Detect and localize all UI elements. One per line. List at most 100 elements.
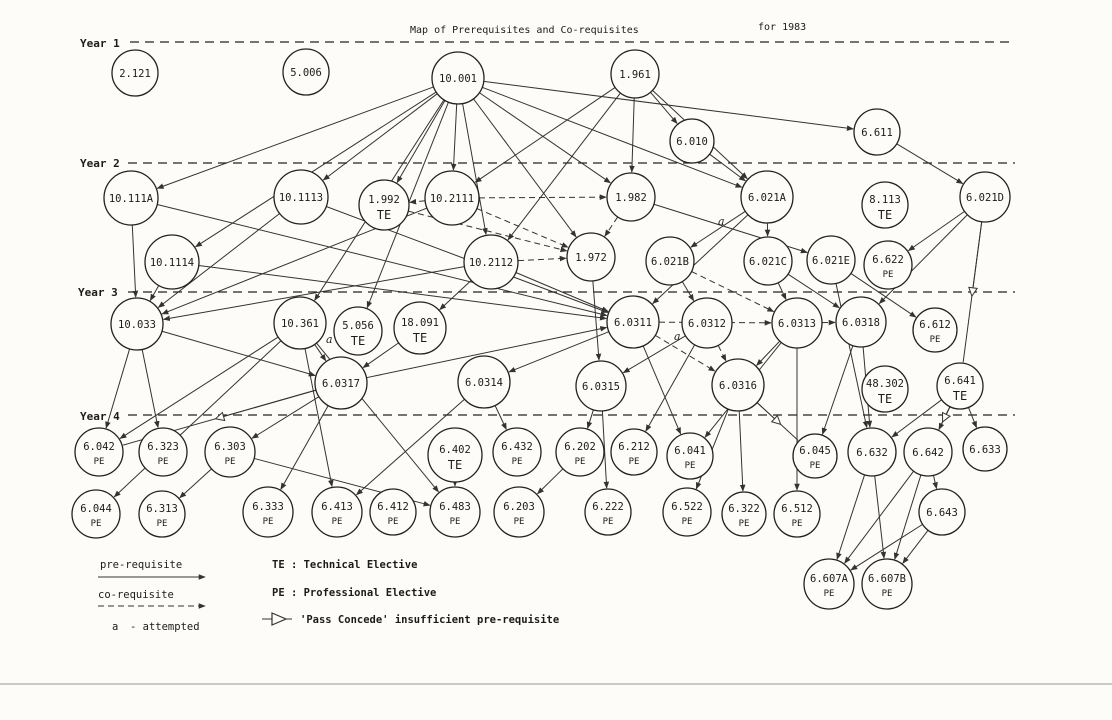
course-node-circle <box>936 362 984 410</box>
prereq-edge-6.0313-to-6.0316 <box>756 340 781 366</box>
course-node-circle <box>103 170 159 226</box>
course-node-circle <box>492 427 542 477</box>
course-node-6.0312: 6.0312 <box>681 297 733 349</box>
course-node-circle <box>311 486 363 538</box>
prereq-edge-10.001-to-6.021A <box>482 86 743 188</box>
course-code: 6.041 <box>674 445 706 457</box>
prereq-edge-6.0314-to-6.413 <box>355 398 465 496</box>
course-node-circle <box>111 49 159 97</box>
elective-tag: PE <box>575 457 586 467</box>
course-node-1.961: 1.961 <box>610 49 660 99</box>
course-node-circle <box>771 297 823 349</box>
course-code: 1.992 <box>368 194 400 206</box>
course-node-circle <box>861 181 909 229</box>
elective-tag: TE <box>448 458 462 472</box>
course-code: 10.2112 <box>469 257 513 269</box>
course-code: 6.483 <box>439 501 471 513</box>
course-node-circle <box>835 296 887 348</box>
course-code: 6.021E <box>812 255 850 267</box>
prereq-edge-6.0316-to-6.322 <box>738 410 746 492</box>
prereq-edge-10.001-to-10.111A <box>156 86 434 189</box>
course-node-circle <box>806 235 856 285</box>
prereq-edge-6.641-to-6.633 <box>968 407 977 429</box>
elective-tag: PE <box>514 517 525 527</box>
course-node-circle <box>847 427 897 477</box>
course-node-circle <box>429 486 481 538</box>
course-code: 6.0314 <box>465 377 503 389</box>
attempted-marker-3: a <box>674 330 681 343</box>
coreq-edge-10.2111-to-1.972 <box>476 208 569 248</box>
course-code: 6.0318 <box>842 317 880 329</box>
course-node-6.010: 6.010 <box>669 118 715 164</box>
course-node-circle <box>138 427 188 477</box>
course-code: 6.212 <box>618 441 650 453</box>
course-node-circle <box>669 118 715 164</box>
course-node-6.021D: 6.021D <box>959 171 1011 223</box>
course-node-circle <box>861 365 909 413</box>
course-code: 6.303 <box>214 441 246 453</box>
elective-tag: TE <box>351 334 365 348</box>
course-code: 2.121 <box>119 68 151 80</box>
prereq-edge-10.2112-to-18.091 <box>439 280 472 311</box>
course-node-circle <box>610 49 660 99</box>
elective-tag: PE <box>930 335 941 345</box>
elective-tag: PE <box>603 517 614 527</box>
elective-tag: PE <box>739 519 750 529</box>
course-code: 6.432 <box>501 441 533 453</box>
prereq-edge-6.021B-to-6.0312 <box>681 281 695 302</box>
course-node-1.972: 1.972 <box>566 232 616 282</box>
course-code: 6.044 <box>80 503 112 515</box>
prereq-edge-10.361-to-6.044 <box>113 340 282 498</box>
course-code: 6.643 <box>926 507 958 519</box>
elective-tag: PE <box>629 457 640 467</box>
year-label-1: Year 1 <box>80 37 120 50</box>
course-code: 6.045 <box>799 445 831 457</box>
prereq-edge-6.021C-to-6.0313 <box>777 282 787 301</box>
course-code: 6.0317 <box>322 378 360 390</box>
course-node-circle <box>566 232 616 282</box>
prereq-edge-10.001-to-10.1114 <box>194 91 437 248</box>
prereq-edge-6.643-to-6.607B <box>902 529 929 564</box>
elective-tag: PE <box>824 589 835 599</box>
course-code: 6.402 <box>439 444 471 456</box>
elective-tag: PE <box>91 519 102 529</box>
prereq-edge-10.001-to-1.982 <box>479 92 611 184</box>
elective-tag: PE <box>388 517 399 527</box>
prereq-edge-10.001-to-10.1113 <box>322 93 438 181</box>
course-node-6.0314: 6.0314 <box>457 355 511 409</box>
course-node-circle <box>71 489 121 539</box>
prereq-edge-10.001-to-1.972 <box>473 98 577 238</box>
course-code: 1.961 <box>619 69 651 81</box>
legend-attempted-text: - attempted <box>130 621 200 633</box>
course-node-circle <box>918 488 966 536</box>
prereq-edge-1.972-to-6.0315 <box>592 280 602 361</box>
course-code: 6.611 <box>861 127 893 139</box>
elective-tag: PE <box>512 457 523 467</box>
prereq-edge-6.0311-to-6.041 <box>642 345 682 435</box>
course-node-circle <box>242 486 294 538</box>
course-node-circle <box>666 432 714 480</box>
course-code: 6.0311 <box>614 317 652 329</box>
course-code: 6.0312 <box>688 318 726 330</box>
course-code: 6.010 <box>676 136 708 148</box>
course-node-circle <box>584 488 632 536</box>
course-node-10.001: 10.001 <box>431 51 485 105</box>
course-node-circle <box>144 234 200 290</box>
pass-concede-marker-6.0316-to-6.045 <box>756 402 777 422</box>
prereq-edge-6.0311-to-6.0314 <box>508 331 610 373</box>
prereq-edge-6.0317-to-6.333 <box>280 405 329 490</box>
course-node-2.121: 2.121 <box>111 49 159 97</box>
prereq-edge-6.303-to-6.313 <box>179 468 212 499</box>
course-node-5.006: 5.006 <box>282 48 330 96</box>
